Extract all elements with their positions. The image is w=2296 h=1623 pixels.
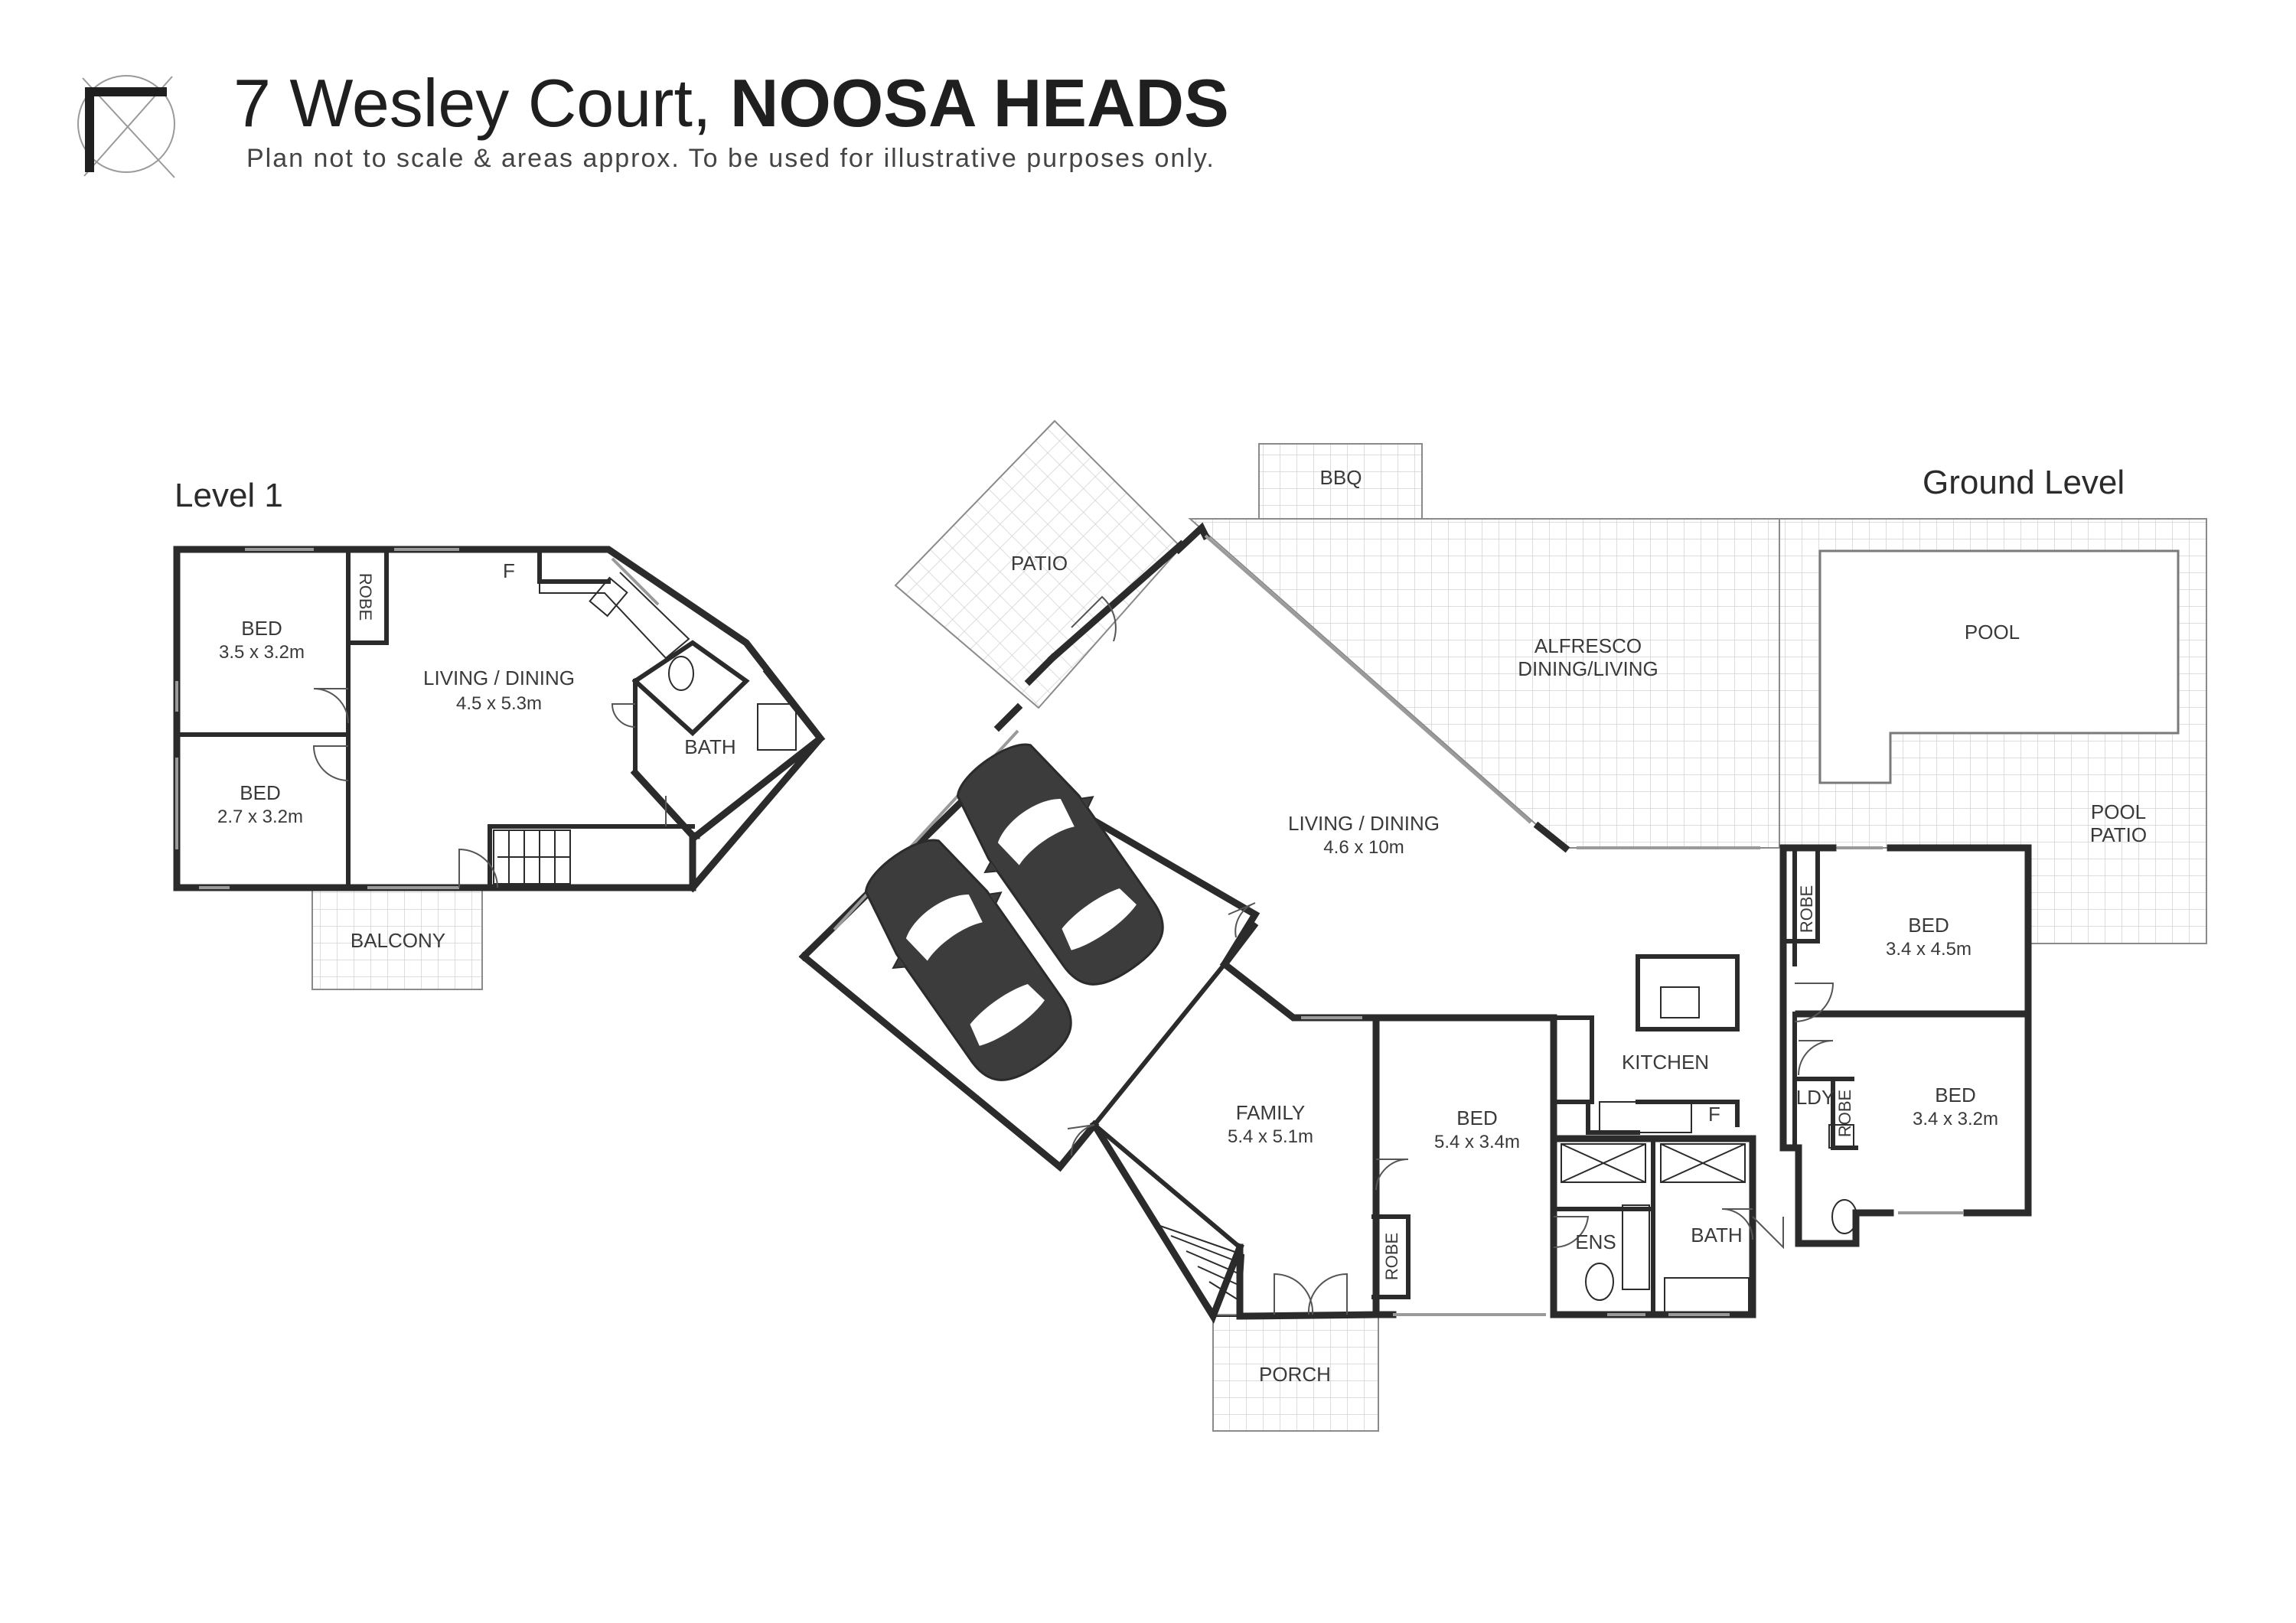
g-robe-ne-label: ROBE — [1797, 885, 1816, 933]
door-swing-icon — [312, 688, 667, 888]
ground-bath-fixtures — [1561, 1124, 1857, 1313]
level-1-label: Level 1 — [174, 477, 283, 514]
bbq-deck — [1258, 443, 1423, 521]
g-robe-se-label: ROBE — [1835, 1090, 1854, 1137]
pool-patio-label-1: POOL — [2091, 800, 2146, 823]
l1-bed2-label: BED — [240, 781, 280, 804]
g-bed-mid-dims: 5.4 x 3.4m — [1434, 1132, 1520, 1152]
stairs-icon — [1153, 1223, 1245, 1317]
alfresco-label-1: ALFRESCO — [1534, 634, 1642, 657]
l1-bath-label: BATH — [684, 735, 735, 758]
ground-level-label: Ground Level — [1923, 464, 2125, 501]
g-living-label: LIVING / DINING — [1288, 812, 1440, 835]
g-bed-ne-label: BED — [1908, 914, 1949, 937]
porch-label: PORCH — [1259, 1363, 1331, 1386]
g-bed-mid-label: BED — [1456, 1106, 1497, 1129]
g-bed-se-dims: 3.4 x 3.2m — [1913, 1109, 1998, 1129]
ground-windows — [1204, 534, 1963, 1316]
balcony-deck — [311, 889, 483, 990]
disclaimer: Plan not to scale & areas approx. To be … — [246, 144, 1215, 173]
porch-deck — [1212, 1314, 1379, 1432]
l1-bed2-dims: 2.7 x 3.2m — [217, 807, 303, 827]
address-title: 7 Wesley Court, NOOSA HEADS — [233, 65, 1229, 141]
l1-bed1-dims: 3.5 x 3.2m — [219, 642, 305, 663]
level1-interior-walls — [174, 547, 750, 890]
l1-living-label: LIVING / DINING — [423, 666, 575, 689]
alfresco-label-2: DINING/LIVING — [1518, 657, 1658, 680]
door-swing-icon — [1067, 595, 1835, 1315]
level1-outer-wall — [173, 546, 826, 893]
l1-fridge-label: F — [503, 559, 515, 582]
pool-patio-label-2: PATIO — [2090, 823, 2147, 846]
g-bed-se-label: BED — [1935, 1084, 1975, 1106]
l1-bed1-label: BED — [241, 617, 282, 640]
compass-logo-icon — [77, 75, 175, 178]
bbq-label: BBQ — [1320, 466, 1362, 489]
patio-label: PATIO — [1011, 552, 1068, 575]
g-fridge-label: F — [1708, 1103, 1720, 1126]
l1-balcony-label: BALCONY — [351, 929, 445, 952]
kitchen-bench — [1599, 1101, 1692, 1133]
family-dims: 5.4 x 5.1m — [1228, 1126, 1313, 1147]
l1-living-dims: 4.5 x 5.3m — [456, 693, 542, 714]
g-living-dims: 4.6 x 10m — [1323, 837, 1404, 858]
ldy-label: LDY — [1796, 1086, 1835, 1109]
pool-label: POOL — [1965, 621, 2020, 644]
kitchen-label: KITCHEN — [1622, 1051, 1709, 1074]
level1-windows — [175, 548, 660, 889]
family-label: FAMILY — [1236, 1101, 1306, 1124]
g-bath-label: BATH — [1691, 1224, 1742, 1247]
ground-interior-walls — [1091, 846, 1858, 1317]
pool — [1818, 549, 2180, 784]
level1-sink — [589, 576, 628, 618]
kitchen-sink — [1660, 986, 1700, 1018]
g-bed-ne-dims: 3.4 x 4.5m — [1886, 939, 1971, 960]
stairs-icon — [493, 829, 571, 885]
ens-label: ENS — [1575, 1230, 1616, 1253]
level1-bath-fixture — [757, 703, 797, 751]
level1-toilet — [668, 656, 694, 691]
ground-outer-wall — [993, 522, 2032, 1325]
g-robe-mid-label: ROBE — [1382, 1233, 1401, 1280]
alfresco-deck — [1188, 518, 1780, 849]
l1-robe-label: ROBE — [356, 573, 375, 621]
level1-kitchen-counter — [539, 572, 690, 660]
